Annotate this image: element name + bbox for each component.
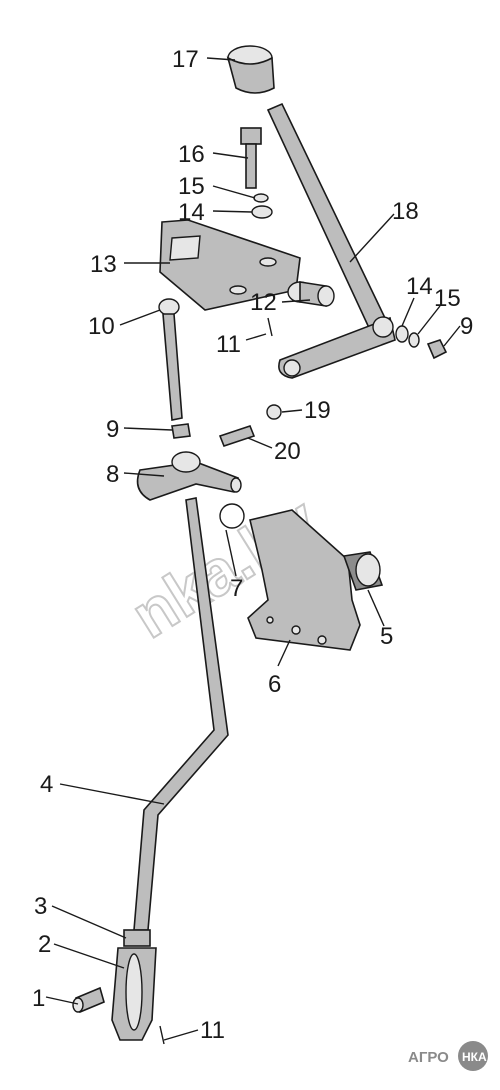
callout-7: 7 [230,575,243,602]
part-7-circlip [219,503,245,529]
callout-11-top: 11 [216,331,241,358]
leader-lines [45,57,461,1041]
callout-9-right: 9 [460,313,473,340]
callout-15-right: 15 [434,285,461,312]
callout-13: 13 [90,251,117,278]
callout-14-right: 14 [406,273,433,300]
part-3-nut [123,929,151,947]
part-9-nut [171,423,191,439]
part-14-washer-right [395,325,409,343]
callout-16: 16 [178,141,205,168]
callout-11-bottom: 11 [200,1017,225,1044]
part-6-bracket [247,509,361,651]
callout-2: 2 [38,931,51,958]
callout-15: 15 [178,173,205,200]
part-11-cotter-pin-bottom [159,1025,165,1045]
part-13-bracket [159,219,301,311]
part-19-ball [266,404,282,420]
callout-17: 17 [172,46,199,73]
part-10-rod [158,298,183,421]
brand-right: НКА [462,1050,487,1064]
part-20-spring [218,425,256,447]
callout-5: 5 [380,623,393,650]
part-15-spring-washer [253,193,269,203]
callout-8: 8 [106,461,119,488]
part-5-bushing [342,551,384,591]
brand-left: АГРО [408,1049,449,1066]
callout-4: 4 [40,771,53,798]
part-16-bolt [240,127,262,189]
callout-10: 10 [88,313,115,340]
callout-20: 20 [274,438,301,465]
part-12-bushing [287,281,335,307]
part-15-spring-washer-right [408,332,420,348]
part-9-nut-right [426,339,448,360]
brand-logo: АГРО НКА [408,1041,488,1071]
callout-9: 9 [106,416,119,443]
callout-1: 1 [32,985,45,1012]
callout-18: 18 [392,198,419,225]
part-1-pin [72,986,105,1014]
callout-19: 19 [304,397,331,424]
part-17-knob [226,45,275,94]
part-11-cotter-pin-top [267,317,273,337]
part-2-clevis [111,947,157,1041]
callout-12: 12 [250,289,277,316]
part-18-lever [266,102,396,379]
callout-3: 3 [34,893,47,920]
callout-14: 14 [178,199,205,226]
part-14-washer [251,205,273,219]
callout-6: 6 [268,671,281,698]
part-8-pivot [136,451,242,501]
